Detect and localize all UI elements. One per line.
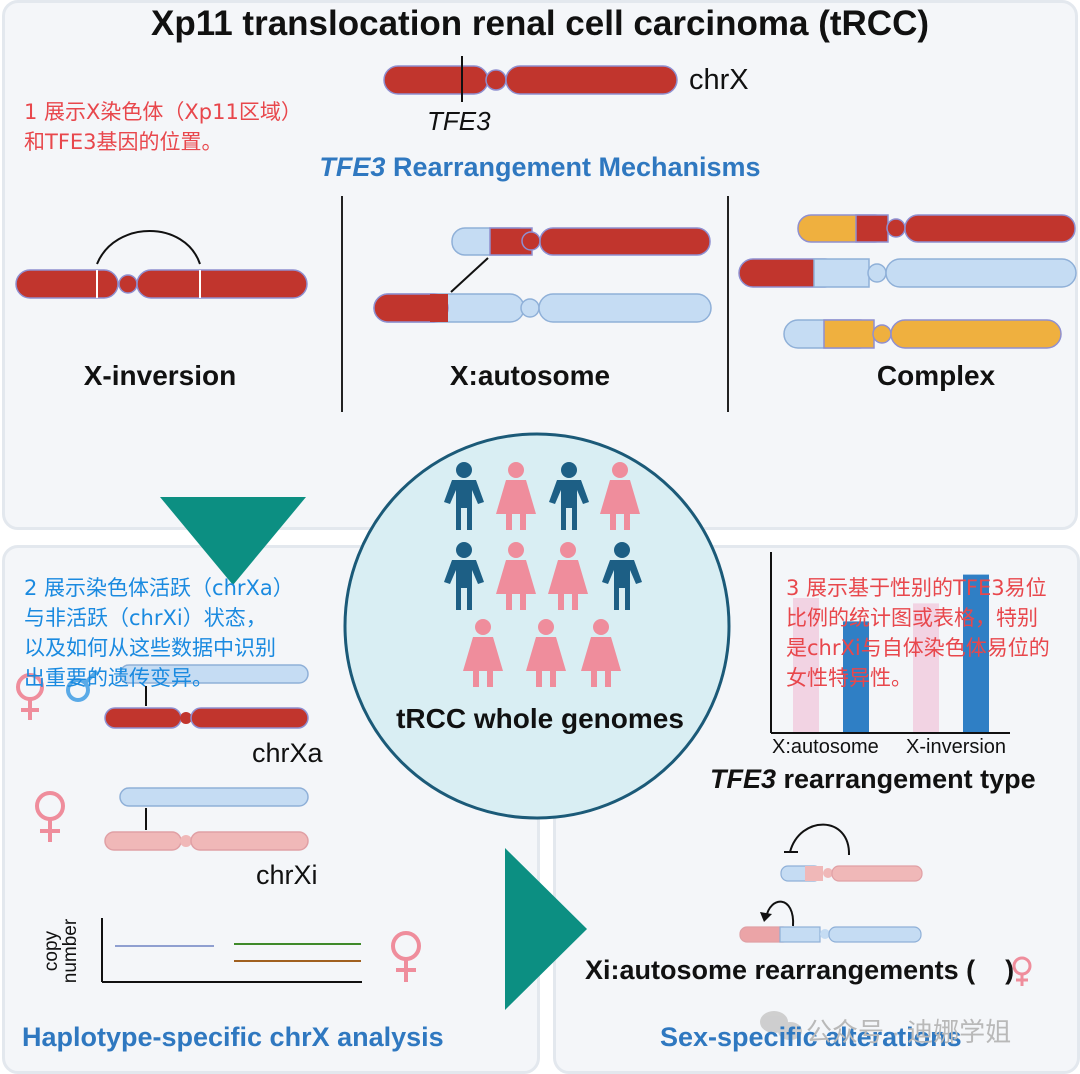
female-icon xyxy=(526,619,566,687)
female-symbol-icon xyxy=(35,791,65,842)
complex-label: Complex xyxy=(876,360,996,391)
female-symbol-icon xyxy=(16,673,44,720)
female-icon xyxy=(581,619,621,687)
bar-0-1 xyxy=(843,621,869,733)
bar-1-1 xyxy=(963,574,989,733)
copy-number-ylabel-line-1: copy xyxy=(41,930,62,972)
female-icon xyxy=(548,542,588,610)
male-icon xyxy=(602,542,642,610)
haplotype-footer: Haplotype-specific chrX analysis xyxy=(22,1022,444,1052)
chrxi-label: chrXi xyxy=(256,860,318,890)
x-inversion-label: X-inversion xyxy=(83,360,237,391)
x-tick-label-1: X-inversion xyxy=(906,736,1007,758)
copy-number-ylabel-line-2: number xyxy=(60,918,81,984)
mechanisms-heading-gene: TFE3 xyxy=(319,152,386,182)
people-icons xyxy=(444,462,642,687)
center-circle xyxy=(343,432,731,820)
watermark: 公众号 · 迪娜学姐 xyxy=(806,1017,1012,1047)
note-1-line-2: 和TFE3基因的位置。 xyxy=(24,130,223,154)
copy-number-ylabel: copy number xyxy=(41,916,112,986)
male-icon xyxy=(444,542,484,610)
chart-xlabel: TFE3 rearrangement type xyxy=(710,764,1036,795)
note-2: 2 展示染色体活跃（chrXa） 与非活跃（chrXi）状态， 以及如何从这些数… xyxy=(24,573,294,693)
male-symbol-icon xyxy=(66,669,99,702)
note-2-line-3: 以及如何从这些数据中识别 xyxy=(24,636,276,660)
mechanisms-heading: TFE3 Rearrangement Mechanisms xyxy=(0,152,1080,183)
note-2-line-2: 与非活跃（chrXi）状态， xyxy=(24,606,267,630)
sex-specific-footer: Sex-specific alterations xyxy=(660,1022,962,1052)
note-3-line-1: 3 展示基于性别的TFE3易位 xyxy=(786,576,1047,600)
right-arrow xyxy=(505,848,587,1010)
down-arrow xyxy=(160,497,306,585)
chrxa-label: chrXa xyxy=(252,738,323,768)
note-2-line-1: 2 展示染色体活跃（chrXa） xyxy=(24,576,294,600)
top-chromosome-x xyxy=(383,56,678,102)
copy-number-plot xyxy=(101,918,362,983)
bar-chart xyxy=(770,552,1010,734)
note-1: 1 展示X染色体（Xp11区域） 和TFE3基因的位置。 xyxy=(24,97,302,157)
note-3-line-2: 比例的统计图或表格，特别 xyxy=(786,606,1038,630)
note-3: 3 展示基于性别的TFE3易位 比例的统计图或表格，特别 是chrXi与自体染色… xyxy=(786,573,1050,693)
chrx-label: chrX xyxy=(689,64,749,96)
xi-autosome-label: Xi:autosome rearrangements () xyxy=(585,955,1014,986)
female-symbol-icon xyxy=(391,931,421,982)
x-autosome-chromosomes xyxy=(373,227,712,323)
x-tick-label-0: X:autosome xyxy=(772,736,879,758)
female-icon xyxy=(496,462,536,530)
page-title: Xp11 translocation renal cell carcinoma … xyxy=(150,4,929,43)
note-3-line-4: 女性特异性。 xyxy=(786,666,912,690)
chrxi-chromosomes xyxy=(104,787,309,851)
female-icon xyxy=(463,619,503,687)
xi-autosome-chromosomes xyxy=(739,823,923,943)
tfe3-gene-label: TFE3 xyxy=(427,106,491,136)
chart-xlabel-rest: rearrangement type xyxy=(776,764,1036,794)
bar-1-0 xyxy=(913,603,939,733)
mechanisms-heading-rest: Rearrangement Mechanisms xyxy=(385,152,761,182)
wechat-icon xyxy=(760,1011,802,1040)
note-1-line-1: 1 展示X染色体（Xp11区域） xyxy=(24,100,302,124)
bar-0-0 xyxy=(793,598,819,733)
x-autosome-label: X:autosome xyxy=(449,360,611,391)
x-inversion-chromosome xyxy=(15,230,308,299)
male-icon xyxy=(549,462,589,530)
chart-xlabel-gene: TFE3 xyxy=(710,764,777,794)
note-3-line-3: 是chrXi与自体染色体易位的 xyxy=(786,636,1050,660)
female-icon xyxy=(496,542,536,610)
complex-chromosomes xyxy=(738,214,1077,349)
male-icon xyxy=(444,462,484,530)
chrxa-chromosomes xyxy=(104,664,309,729)
female-icon xyxy=(600,462,640,530)
xi-autosome-label-text: Xi:autosome rearrangements ( xyxy=(585,955,976,985)
note-2-line-4: 出重要的遗传变异。 xyxy=(24,666,213,690)
female-symbol-icon xyxy=(1012,956,1032,986)
xi-autosome-label-close: ) xyxy=(1005,955,1015,985)
center-label: tRCC whole genomes xyxy=(396,703,684,734)
